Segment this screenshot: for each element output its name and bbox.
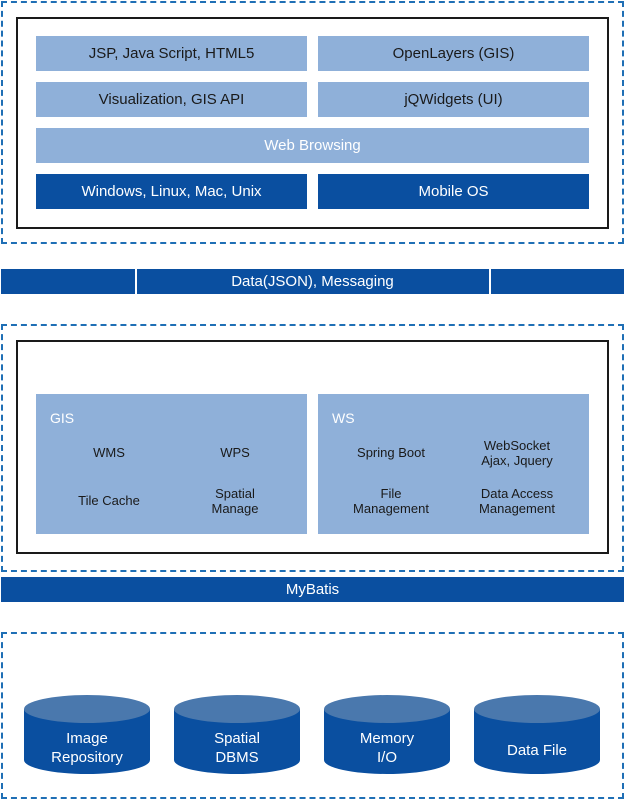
client-tier-dashed-frame (1, 1, 624, 244)
memory-io-label: Memory I/O (359, 730, 415, 766)
gis-item-wms: WMS (93, 445, 125, 460)
image-repository-label: Image Repository (51, 730, 123, 766)
mybatis-label: MyBatis (285, 580, 340, 598)
storage-tier-dashed-frame (1, 632, 624, 799)
jsp-js-html5-box: JSP, Java Script, HTML5 (36, 36, 307, 71)
ws-item-websocket: WebSocket Ajax, Jquery (481, 438, 553, 468)
visualization-box: Visualization, GIS API (36, 82, 307, 117)
server-tier-dashed-frame (1, 324, 624, 572)
image-repository-cylinder: Image Repository (24, 694, 150, 776)
gis-item-tile-cache: Tile Cache (78, 493, 140, 508)
ws-item-spring-boot: Spring Boot (357, 445, 425, 460)
gis-panel-title: GIS (50, 410, 75, 426)
desktop-os-box: Windows, Linux, Mac, Unix (36, 174, 307, 209)
data-messaging-label: Data(JSON), Messaging (231, 272, 394, 290)
memory-io-cylinder: Memory I/O (324, 694, 450, 776)
web-browsing-box: Web Browsing (36, 128, 589, 163)
openlayers-box: OpenLayers (GIS) (318, 36, 589, 71)
ws-panel-title: WS (332, 410, 355, 426)
gis-panel: GIS WMS WPS Tile Cache Spatial Manage (36, 394, 307, 534)
data-messaging-bar: Data(JSON), Messaging (1, 269, 624, 294)
jqwidgets-box: jQWidgets (UI) (318, 82, 589, 117)
server-tier-frame (16, 340, 609, 554)
gis-item-wps: WPS (220, 445, 250, 460)
ws-item-file-management: File Management (353, 486, 429, 516)
gis-item-spatial-manage: Spatial Manage (211, 486, 259, 516)
mobile-os-box: Mobile OS (318, 174, 589, 209)
spatial-dbms-cylinder: Spatial DBMS (174, 694, 300, 776)
client-tier-frame (16, 17, 609, 229)
spatial-dbms-label: Spatial DBMS (214, 730, 260, 766)
data-file-label: Data File (506, 742, 568, 759)
data-file-cylinder: Data File (474, 694, 600, 776)
bar-divider-left (135, 269, 137, 294)
mybatis-bar: MyBatis (1, 577, 624, 602)
bar-divider-right (489, 269, 491, 294)
ws-item-data-access: Data Access Management (479, 486, 555, 516)
ws-panel: WS Spring Boot WebSocket Ajax, Jquery Fi… (318, 394, 589, 534)
